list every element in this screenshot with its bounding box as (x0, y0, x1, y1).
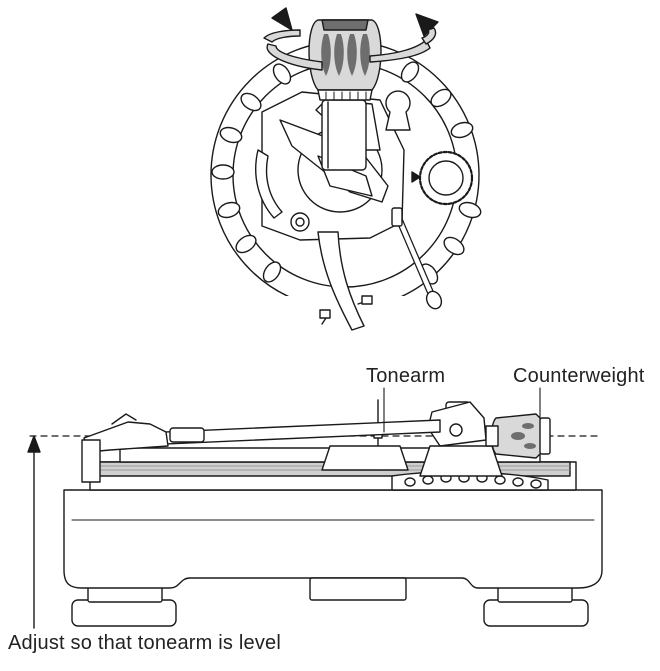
insulator-center (309, 577, 407, 601)
foot-right (483, 599, 589, 627)
instruction-caption: Adjust so that tonearm is level (8, 632, 281, 654)
level-arrow-icon (27, 435, 41, 629)
armbase (419, 445, 503, 477)
rim-holes (211, 61, 482, 285)
armrest-slot (255, 149, 283, 219)
lift-lever-knob (425, 290, 443, 310)
arm-pipe (317, 231, 365, 331)
counterweight-label: Counterweight (513, 365, 645, 387)
armlift (321, 445, 409, 471)
counterweight-detail (210, 7, 482, 331)
rotate-arrow-icon (263, 7, 439, 71)
dial-marker-icon (411, 171, 421, 183)
turntable-side-view (27, 387, 603, 629)
chassis (63, 489, 603, 589)
counterweight-knob (308, 19, 382, 101)
tonearm-label: Tonearm (366, 365, 446, 387)
foot-left (71, 599, 177, 627)
keyhole (385, 90, 411, 131)
cartridge (81, 439, 101, 483)
